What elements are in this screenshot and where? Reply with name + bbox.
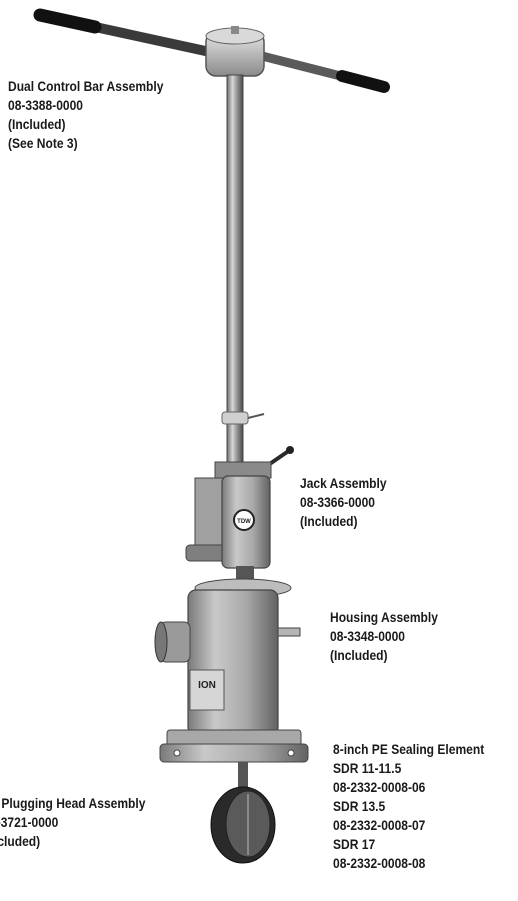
lever-knob bbox=[286, 446, 294, 454]
seal-name: 8-inch PE Sealing Element bbox=[333, 741, 485, 757]
plugging-head-assembly bbox=[210, 762, 276, 864]
bleed-fitting bbox=[277, 627, 301, 637]
jack-logo-text: TDW bbox=[237, 519, 251, 525]
left-grip bbox=[33, 8, 102, 34]
shaft-clamp bbox=[221, 411, 249, 425]
control-bar-part: 08-3388-0000 bbox=[8, 97, 83, 113]
bottom-flange-plate bbox=[159, 743, 309, 763]
plug-name: E Plugging Head Assembly bbox=[0, 795, 146, 811]
control-bar-status: (Included) bbox=[8, 116, 66, 132]
seal-part-2: 08-2332-0008-07 bbox=[333, 817, 426, 833]
flange-bolt-hole bbox=[173, 749, 181, 757]
plugging-head-stem bbox=[238, 762, 248, 792]
housing-part: 08-3348-0000 bbox=[330, 628, 405, 644]
tdw-logo-icon bbox=[233, 509, 255, 531]
jack-stem bbox=[236, 566, 254, 580]
plug-part: 8-3721-0000 bbox=[0, 814, 59, 830]
label-sealing-element: 8-inch PE Sealing Element SDR 11-11.5 08… bbox=[333, 740, 484, 873]
jack-part: 08-3366-0000 bbox=[300, 494, 375, 510]
jack-name: Jack Assembly bbox=[300, 475, 387, 491]
control-bar-name: Dual Control Bar Assembly bbox=[8, 78, 164, 94]
jack-foot bbox=[185, 544, 227, 562]
seal-part-1: 08-2332-0008-06 bbox=[333, 779, 426, 795]
housing-name: Housing Assembly bbox=[330, 609, 438, 625]
side-port-face bbox=[154, 621, 168, 663]
right-grip bbox=[336, 70, 390, 93]
seal-sdr-3: SDR 17 bbox=[333, 836, 376, 852]
jack-assembly: TDW bbox=[185, 446, 294, 580]
flange-bolt-hole bbox=[287, 749, 295, 757]
housing-assembly: ION bbox=[154, 578, 309, 763]
label-housing-assembly: Housing Assembly 08-3348-0000 (Included) bbox=[330, 608, 438, 665]
housing-status: (Included) bbox=[330, 647, 388, 663]
vertical-shaft bbox=[226, 74, 244, 466]
seal-sdr-1: SDR 11-11.5 bbox=[333, 760, 402, 776]
label-control-bar-assembly: Dual Control Bar Assembly 08-3388-0000 (… bbox=[8, 77, 163, 153]
jack-status: (Included) bbox=[300, 513, 358, 529]
label-jack-assembly: Jack Assembly 08-3366-0000 (Included) bbox=[300, 474, 387, 531]
plug-status: ncluded) bbox=[0, 833, 41, 849]
control-bar-note: (See Note 3) bbox=[8, 135, 78, 151]
housing-body bbox=[187, 589, 279, 736]
clamp-screw bbox=[247, 413, 265, 419]
label-plugging-head-assembly: E Plugging Head Assembly 8-3721-0000 ncl… bbox=[0, 794, 145, 851]
seal-sdr-2: SDR 13.5 bbox=[333, 798, 386, 814]
seal-part-3: 08-2332-0008-08 bbox=[333, 855, 426, 871]
control-bar-assembly bbox=[33, 8, 390, 93]
decal-text: ION bbox=[198, 680, 216, 691]
hub-cap bbox=[231, 26, 239, 34]
caution-decal bbox=[189, 669, 225, 711]
